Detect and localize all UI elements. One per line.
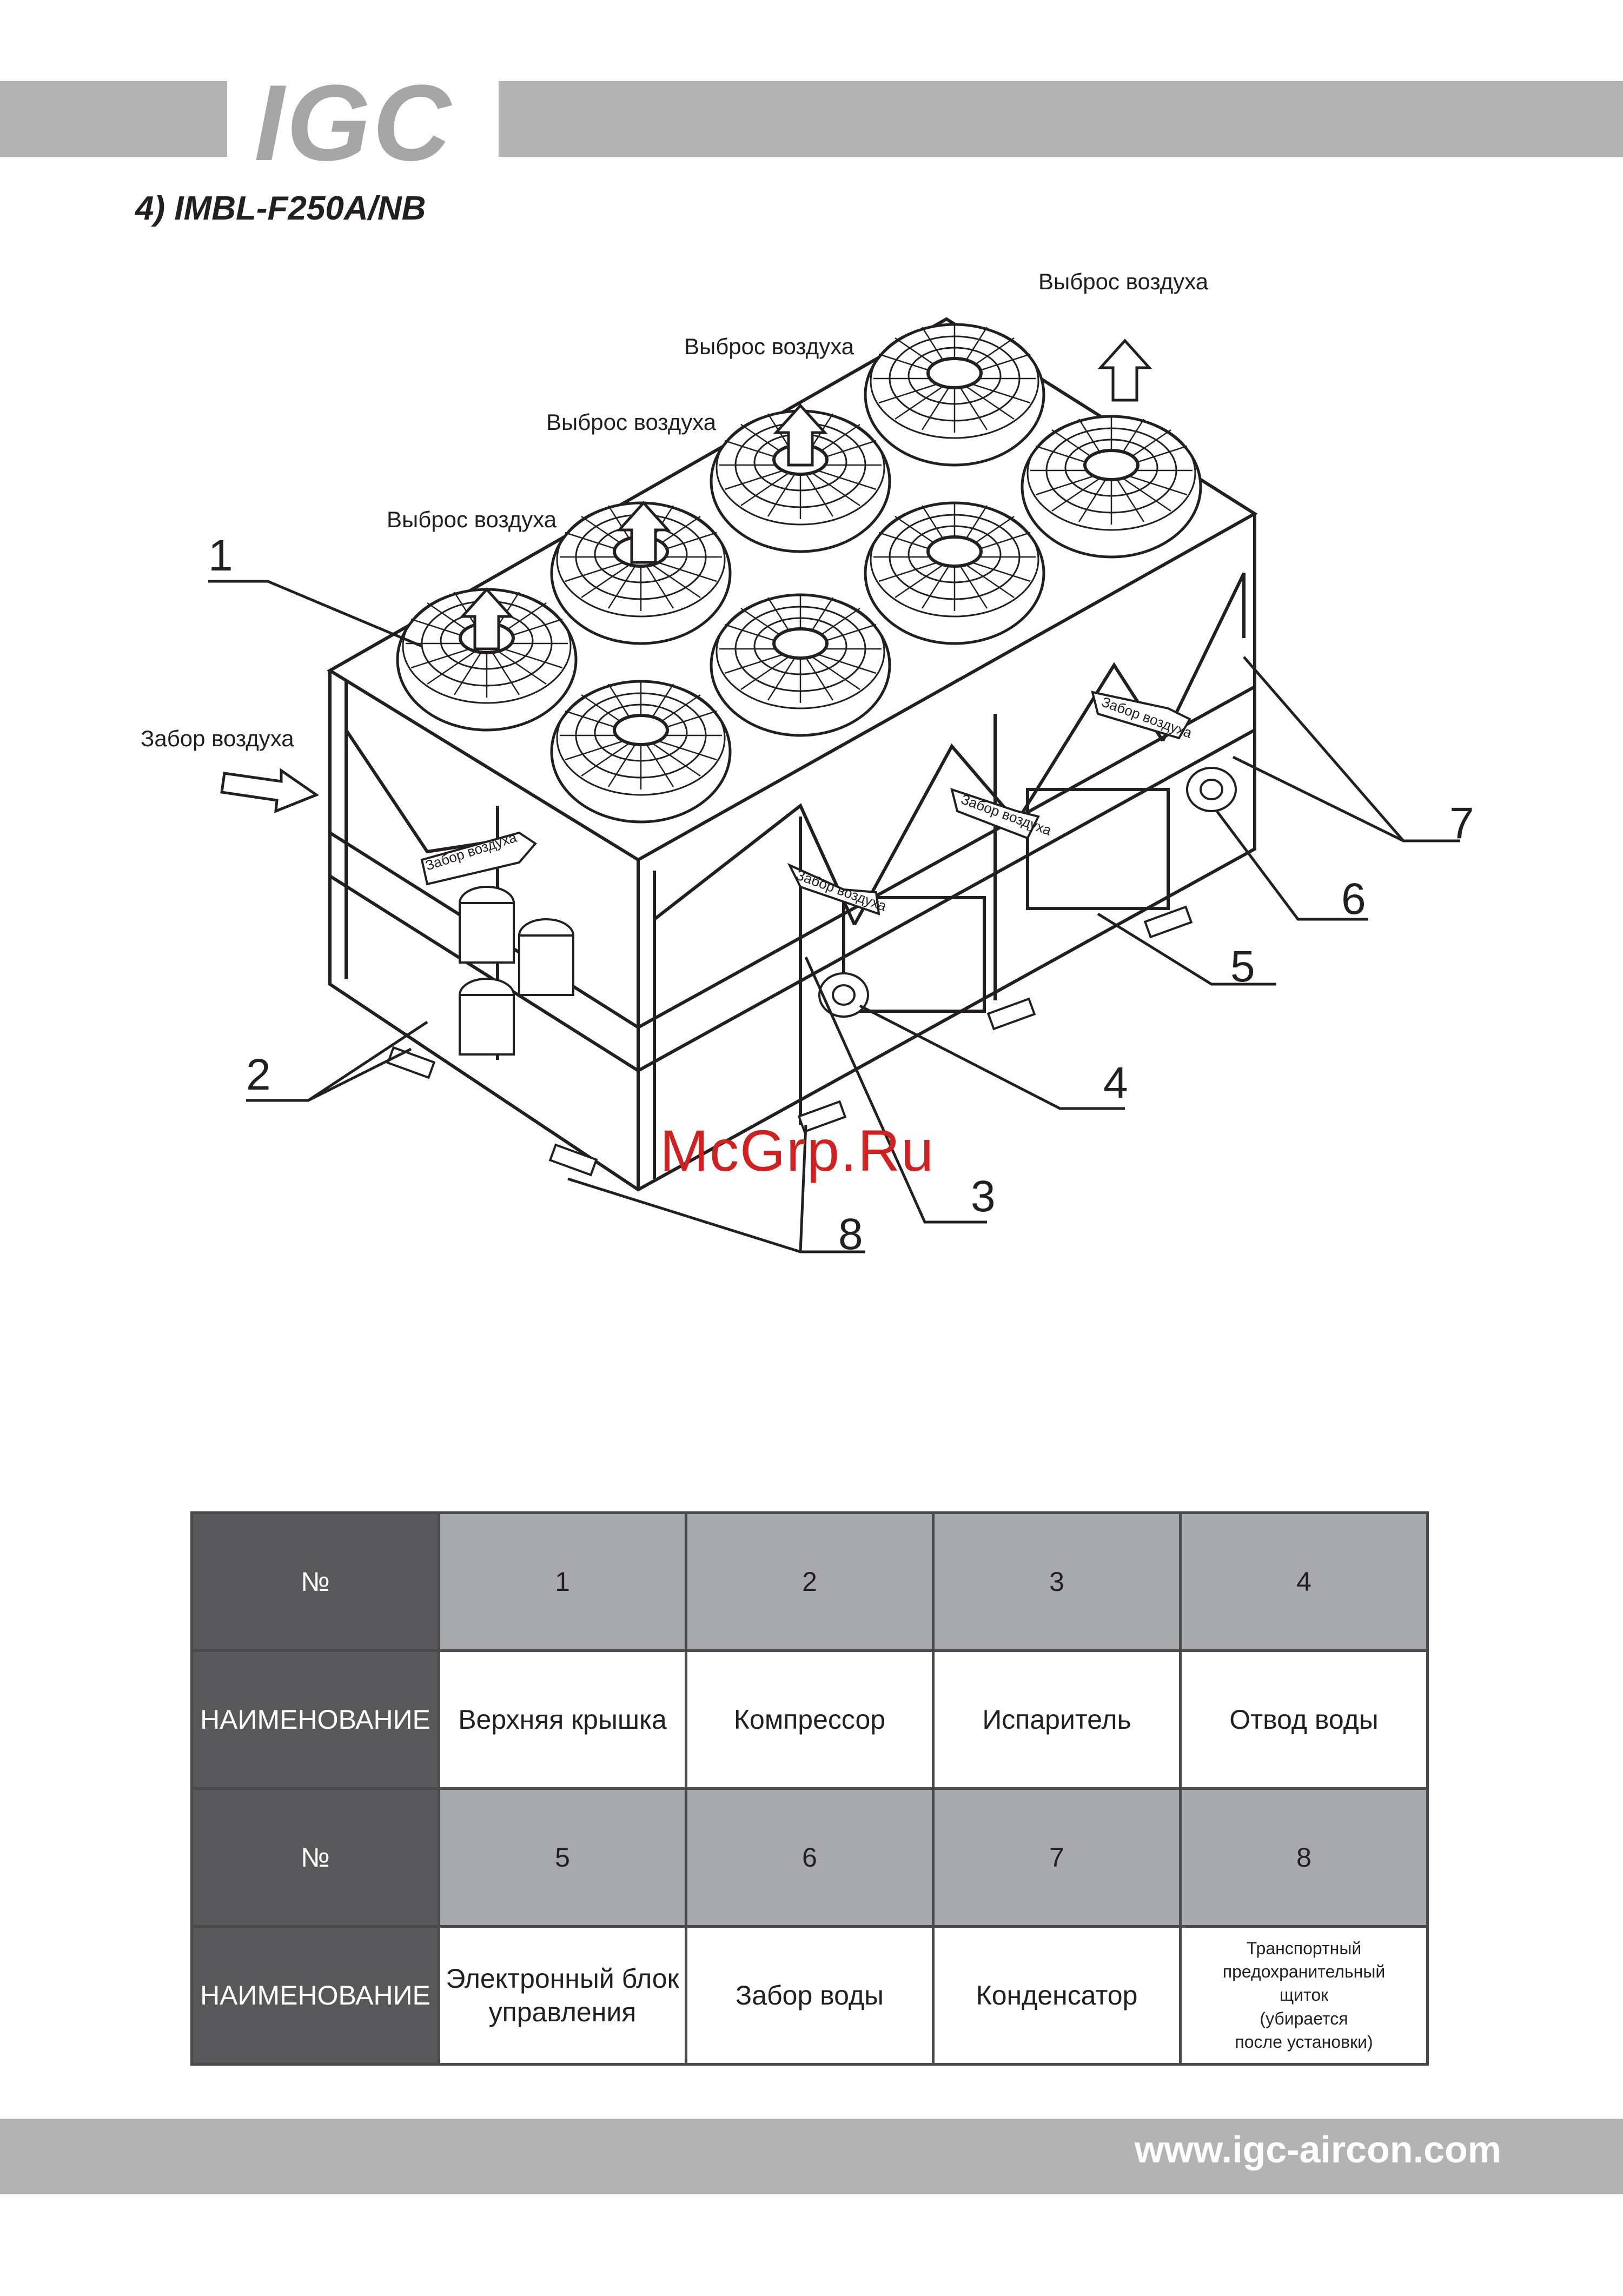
callout-6: 6 [1341,874,1366,924]
model-title: 4) IMBL-F250A/NB [135,190,426,227]
callout-3: 3 [971,1172,996,1221]
header-bar-left [0,81,227,157]
name-header-cell: НАИМЕНОВАНИЕ [190,1925,440,2066]
water-flanges [818,767,1237,1018]
air-exhaust-label: Выброс воздуха [546,409,717,435]
callout-2: 2 [246,1050,271,1099]
name-header-cell: НАИМЕНОВАНИЕ [190,1649,440,1790]
num-header-cell: № [190,1787,440,1928]
footer-url: www.igc-aircon.com [1134,2128,1501,2171]
callout-1: 1 [208,531,233,580]
igc-logo: IGC [254,63,453,183]
name-cell: Отвод воды [1179,1649,1429,1790]
air-exhaust-label: Выброс воздуха [1038,269,1209,294]
num-cell: 8 [1179,1787,1429,1928]
air-exhaust-label: Выброс воздуха [684,334,854,359]
compressors [459,886,574,1056]
name-cell: Компрессор [685,1649,935,1790]
footer-bar [0,2119,1623,2194]
callout-8: 8 [838,1210,863,1259]
name-cell: Верхняя крышка [438,1649,687,1790]
unit-diagram: 1 2 3 4 5 6 7 8 Выброс воздуха Выброс во… [0,249,1623,1298]
table-row: НАИМЕНОВАНИЕ Верхняя крышка Компрессор И… [190,1649,1429,1790]
leader-lines [208,580,1460,1253]
num-cell: 4 [1179,1511,1429,1652]
table-row: № 1 2 3 4 [190,1511,1429,1652]
parts-table: № 1 2 3 4 НАИМЕНОВАНИЕ Верхняя крышка Ко… [190,1511,1429,2066]
num-cell: 1 [438,1511,687,1652]
transport-shields [386,905,1193,1177]
callout-7: 7 [1449,799,1474,848]
callout-5: 5 [1230,942,1255,991]
table-row: № 5 6 7 8 [190,1787,1429,1928]
name-cell: Испаритель [932,1649,1182,1790]
air-intake-label: Забор воздуха [141,726,294,751]
panel-intake-arrows [420,691,1191,915]
header-bar-right [499,81,1623,157]
num-cell: 3 [932,1511,1182,1652]
num-cell: 5 [438,1787,687,1928]
name-cell: Забор воды [685,1925,935,2066]
table-row: НАИМЕНОВАНИЕ Электронный блок управления… [190,1925,1429,2066]
intake-arrow [220,768,320,813]
num-cell: 6 [685,1787,935,1928]
callout-4: 4 [1103,1058,1128,1107]
name-cell: Транспортный предохранительный щиток (уб… [1179,1925,1429,2066]
num-header-cell: № [190,1511,440,1652]
name-cell: Электронный блок управления [438,1925,687,2066]
watermark: McGrp.Ru [660,1118,935,1183]
num-cell: 2 [685,1511,935,1652]
condenser-fans [398,324,1201,822]
num-cell: 7 [932,1787,1182,1928]
name-cell: Конденсатор [932,1925,1182,2066]
air-exhaust-label: Выброс воздуха [387,507,557,532]
